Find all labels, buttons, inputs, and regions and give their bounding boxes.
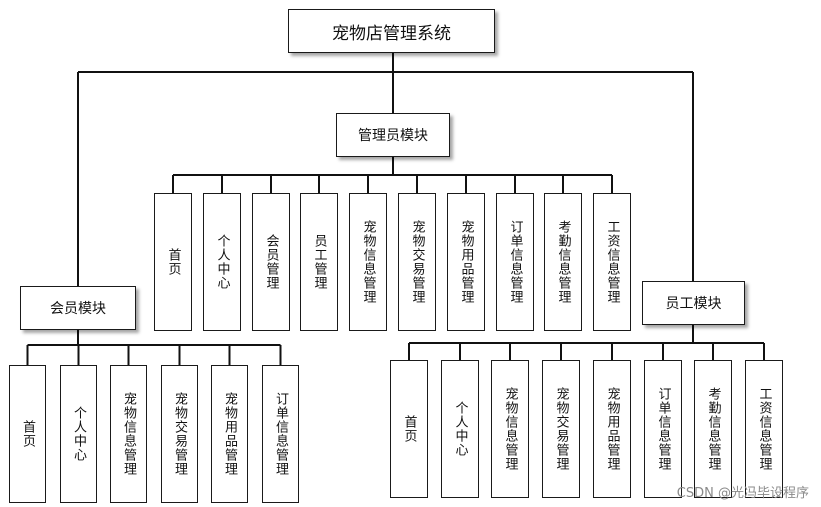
admin-item-8: 订单信息管理: [496, 193, 534, 331]
staff-item-5: 宠物用品管理: [593, 360, 631, 498]
admin-item-5: 宠物信息管理: [349, 193, 387, 331]
staff-item-7: 考勤信息管理: [694, 360, 732, 498]
staff-item-4: 宠物交易管理: [542, 360, 580, 498]
admin-item-1: 首页: [154, 193, 192, 331]
admin-item-7: 宠物用品管理: [447, 193, 485, 331]
admin-item-4: 员工管理: [300, 193, 338, 331]
csdn-watermark: CSDN @光冯毕设程序: [676, 486, 809, 501]
member-item-4: 宠物交易管理: [161, 365, 198, 503]
admin-item-6: 宠物交易管理: [398, 193, 436, 331]
staff-item-2: 个人中心: [441, 360, 479, 498]
admin-item-10: 工资信息管理: [593, 193, 631, 331]
staff-item-3: 宠物信息管理: [491, 360, 529, 498]
admin-item-9: 考勤信息管理: [544, 193, 582, 331]
staff-item-8: 工资信息管理: [745, 360, 783, 498]
staff-module-node: 员工模块: [642, 281, 745, 325]
member-item-3: 宠物信息管理: [110, 365, 147, 503]
staff-item-1: 首页: [390, 360, 428, 498]
member-item-1: 首页: [9, 365, 46, 503]
root-node-title: 宠物店管理系统: [288, 9, 495, 53]
member-item-6: 订单信息管理: [262, 365, 299, 503]
staff-item-6: 订单信息管理: [644, 360, 682, 498]
admin-item-2: 个人中心: [203, 193, 241, 331]
member-item-5: 宠物用品管理: [211, 365, 248, 503]
admin-module-node: 管理员模块: [336, 113, 450, 157]
admin-item-3: 会员管理: [252, 193, 290, 331]
member-item-2: 个人中心: [60, 365, 97, 503]
member-module-node: 会员模块: [20, 286, 136, 330]
